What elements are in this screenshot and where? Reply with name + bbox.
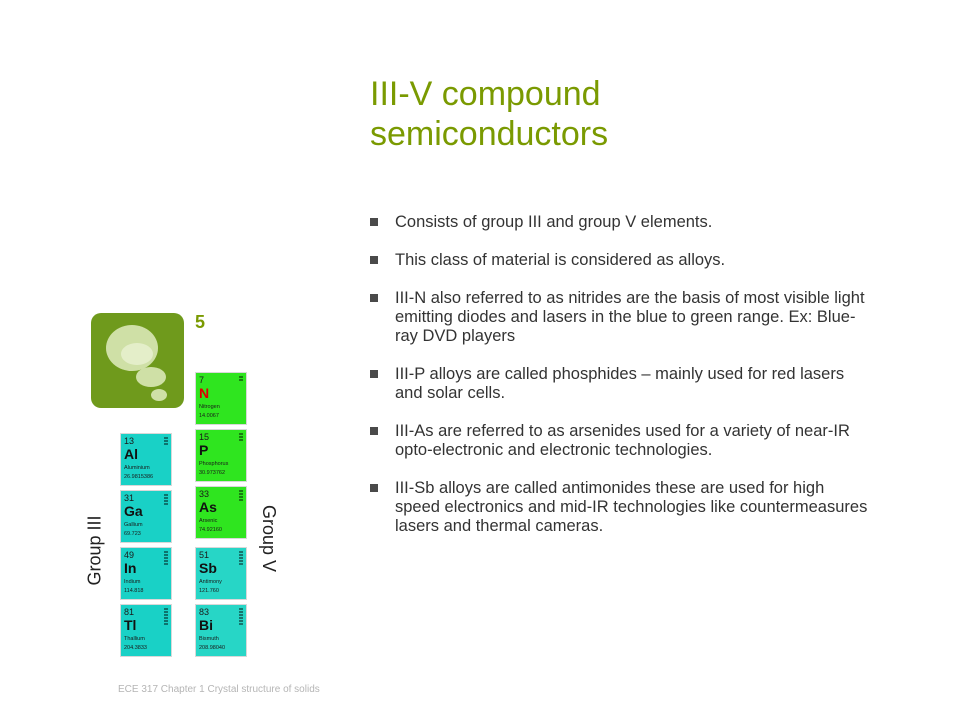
bullet-item: III-P alloys are called phosphides – mai… [370, 365, 870, 403]
group-number: 5 [195, 312, 206, 332]
electron-shell-icon [164, 608, 168, 625]
element-symbol: Ga [124, 503, 143, 519]
title-line-1: III-V compound [370, 75, 601, 113]
element-tile-bi: 83 Bi Bismuth 208.98040 [195, 604, 247, 657]
group-v-label: Group V [259, 504, 280, 573]
element-tile-p: 15 P Phosphorus 30.973762 [195, 429, 247, 482]
element-tile-sb: 51 Sb Antimony 121.760 [195, 547, 247, 600]
element-name: Thallium [124, 636, 145, 642]
element-symbol: Tl [124, 617, 137, 633]
element-tile-ga: 31 Ga Gallium 69.723 [120, 490, 172, 543]
element-tile-in: 49 In Indium 114.818 [120, 547, 172, 600]
atomic-weight: 204.3833 [124, 645, 147, 651]
atomic-number: 81 [124, 607, 135, 617]
element-name: Bismuth [199, 636, 219, 642]
atomic-weight: 114.818 [124, 588, 144, 594]
bullet-text: III-N also referred to as nitrides are t… [395, 289, 865, 345]
bullet-item: III-As are referred to as arsenides used… [370, 422, 870, 460]
atomic-weight: 121.760 [199, 588, 219, 594]
element-name: Phosphorus [199, 461, 229, 467]
element-symbol: Sb [199, 560, 217, 576]
electron-shell-icon [239, 608, 243, 625]
atomic-number: 49 [124, 550, 135, 560]
element-symbol: Bi [199, 617, 213, 633]
element-symbol: Al [124, 446, 138, 462]
atomic-number: 7 [199, 375, 205, 385]
atomic-weight: 14.0067 [199, 413, 219, 419]
atomic-number: 51 [199, 550, 210, 560]
element-tile-tl: 81 Tl Thallium 204.3833 [120, 604, 172, 657]
bullet-item: This class of material is considered as … [370, 251, 870, 270]
atomic-weight: 30.973762 [199, 470, 225, 476]
element-name: Antimony [199, 579, 222, 585]
element-symbol: As [199, 499, 217, 515]
electron-shell-icon [164, 551, 168, 565]
atomic-number: 83 [199, 607, 210, 617]
element-name: Nitrogen [199, 404, 220, 410]
electron-shell-icon [239, 551, 243, 565]
slide-footer: ECE 317 Chapter 1 Crystal structure of s… [118, 684, 320, 695]
electron-shell-icon [164, 437, 168, 445]
bullet-text: III-P alloys are called phosphides – mai… [395, 365, 845, 402]
bullet-text: III-As are referred to as arsenides used… [395, 422, 850, 459]
bullet-item: Consists of group III and group V elemen… [370, 213, 870, 232]
electron-shell-icon [239, 490, 243, 501]
square-bullet-icon [370, 370, 378, 378]
electron-shell-icon [239, 433, 243, 441]
bullet-list: Consists of group III and group V elemen… [370, 213, 870, 555]
slide-title: III-V compound semiconductors [370, 74, 890, 154]
element-tile-as: 33 As Arsenic 74.92160 [195, 486, 247, 539]
square-bullet-icon [370, 427, 378, 435]
bullet-text: III-Sb alloys are called antimonides the… [395, 479, 868, 535]
element-name: Arsenic [199, 518, 218, 524]
bullet-text: This class of material is considered as … [395, 251, 726, 269]
atomic-weight: 74.92160 [199, 527, 222, 533]
thought-bubble-icon [91, 313, 184, 408]
element-tile-n: 7 N Nitrogen 14.0067 [195, 372, 247, 425]
atomic-number: 33 [199, 489, 210, 499]
element-tile-al: 13 Al Aluminium 26.9815386 [120, 433, 172, 486]
atomic-number: 31 [124, 493, 135, 503]
bullet-item: III-Sb alloys are called antimonides the… [370, 479, 870, 536]
atomic-weight: 208.98040 [199, 645, 225, 651]
square-bullet-icon [370, 484, 378, 492]
atomic-weight: 69.723 [124, 531, 141, 537]
element-symbol: In [124, 560, 137, 576]
electron-shell-icon [239, 376, 243, 381]
atomic-number: 15 [199, 432, 210, 442]
element-symbol: P [199, 442, 209, 458]
title-line-2: semiconductors [370, 115, 609, 153]
element-name: Aluminium [124, 465, 150, 471]
element-name: Gallium [124, 522, 143, 528]
square-bullet-icon [370, 294, 378, 302]
square-bullet-icon [370, 256, 378, 264]
group-iii-label: Group III [84, 515, 105, 586]
element-symbol: N [199, 385, 210, 401]
atomic-weight: 26.9815386 [124, 474, 154, 480]
element-name: Indium [124, 579, 141, 585]
bullet-text: Consists of group III and group V elemen… [395, 213, 713, 231]
square-bullet-icon [370, 218, 378, 226]
electron-shell-icon [164, 494, 168, 505]
atomic-number: 13 [124, 436, 135, 446]
bullet-item: III-N also referred to as nitrides are t… [370, 289, 870, 346]
